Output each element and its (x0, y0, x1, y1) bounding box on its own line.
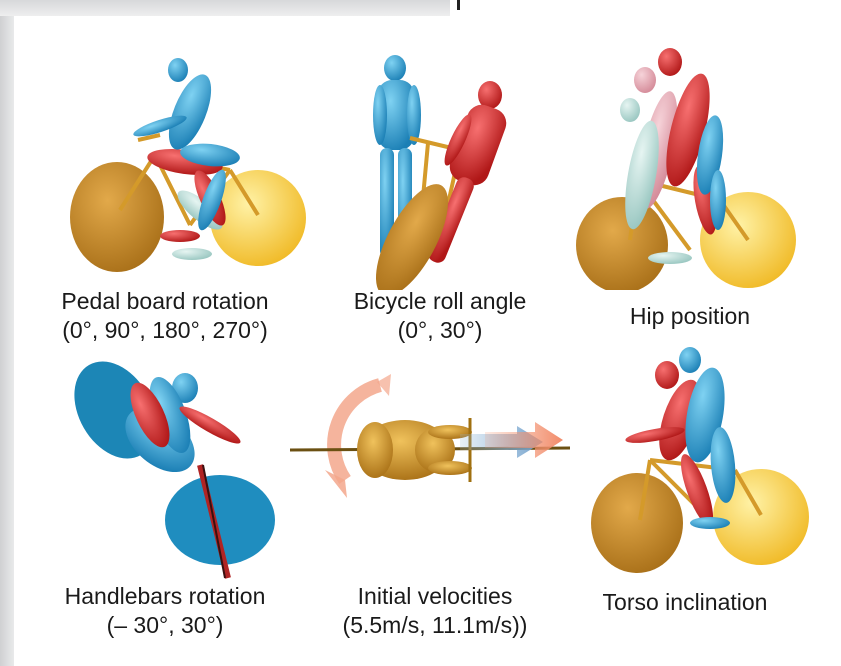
cyclist-dummy-figure (60, 40, 330, 290)
caption-line-1: Pedal board rotation (15, 287, 315, 316)
cyclist-dummy-figure (570, 40, 810, 290)
page-frame-top (0, 0, 450, 16)
caption-hip-position: Hip position (540, 302, 840, 331)
cyclist-dummy-figure (60, 350, 290, 580)
panel-torso-inclination: Torso inclination (585, 345, 815, 575)
page-frame-tick (457, 0, 460, 10)
cyclist-dummy-figure (585, 345, 815, 575)
caption-pedal-board-rotation: Pedal board rotation (0°, 90°, 180°, 270… (15, 287, 315, 345)
caption-torso-inclination: Torso inclination (535, 588, 835, 617)
page-frame-left (0, 0, 14, 666)
panel-pedal-board-rotation: Pedal board rotation (0°, 90°, 180°, 270… (60, 40, 330, 290)
caption-handlebars-rotation: Handlebars rotation (– 30°, 30°) (15, 582, 315, 640)
panel-bicycle-roll-angle: Bicycle roll angle (0°, 30°) (340, 40, 540, 290)
panel-handlebars-rotation: Handlebars rotation (– 30°, 30°) (60, 350, 290, 580)
caption-line-1: Handlebars rotation (15, 582, 315, 611)
caption-line-1: Hip position (540, 302, 840, 331)
bicycle-figure (285, 370, 585, 580)
caption-line-2: (– 30°, 30°) (15, 611, 315, 640)
cyclist-dummy-figure (340, 40, 540, 290)
caption-line-2: (0°, 90°, 180°, 270°) (15, 316, 315, 345)
panel-hip-position: Hip position (570, 40, 810, 290)
panel-initial-velocities: Initial velocities (5.5m/s, 11.1m/s)) (285, 370, 585, 580)
caption-line-1: Torso inclination (535, 588, 835, 617)
